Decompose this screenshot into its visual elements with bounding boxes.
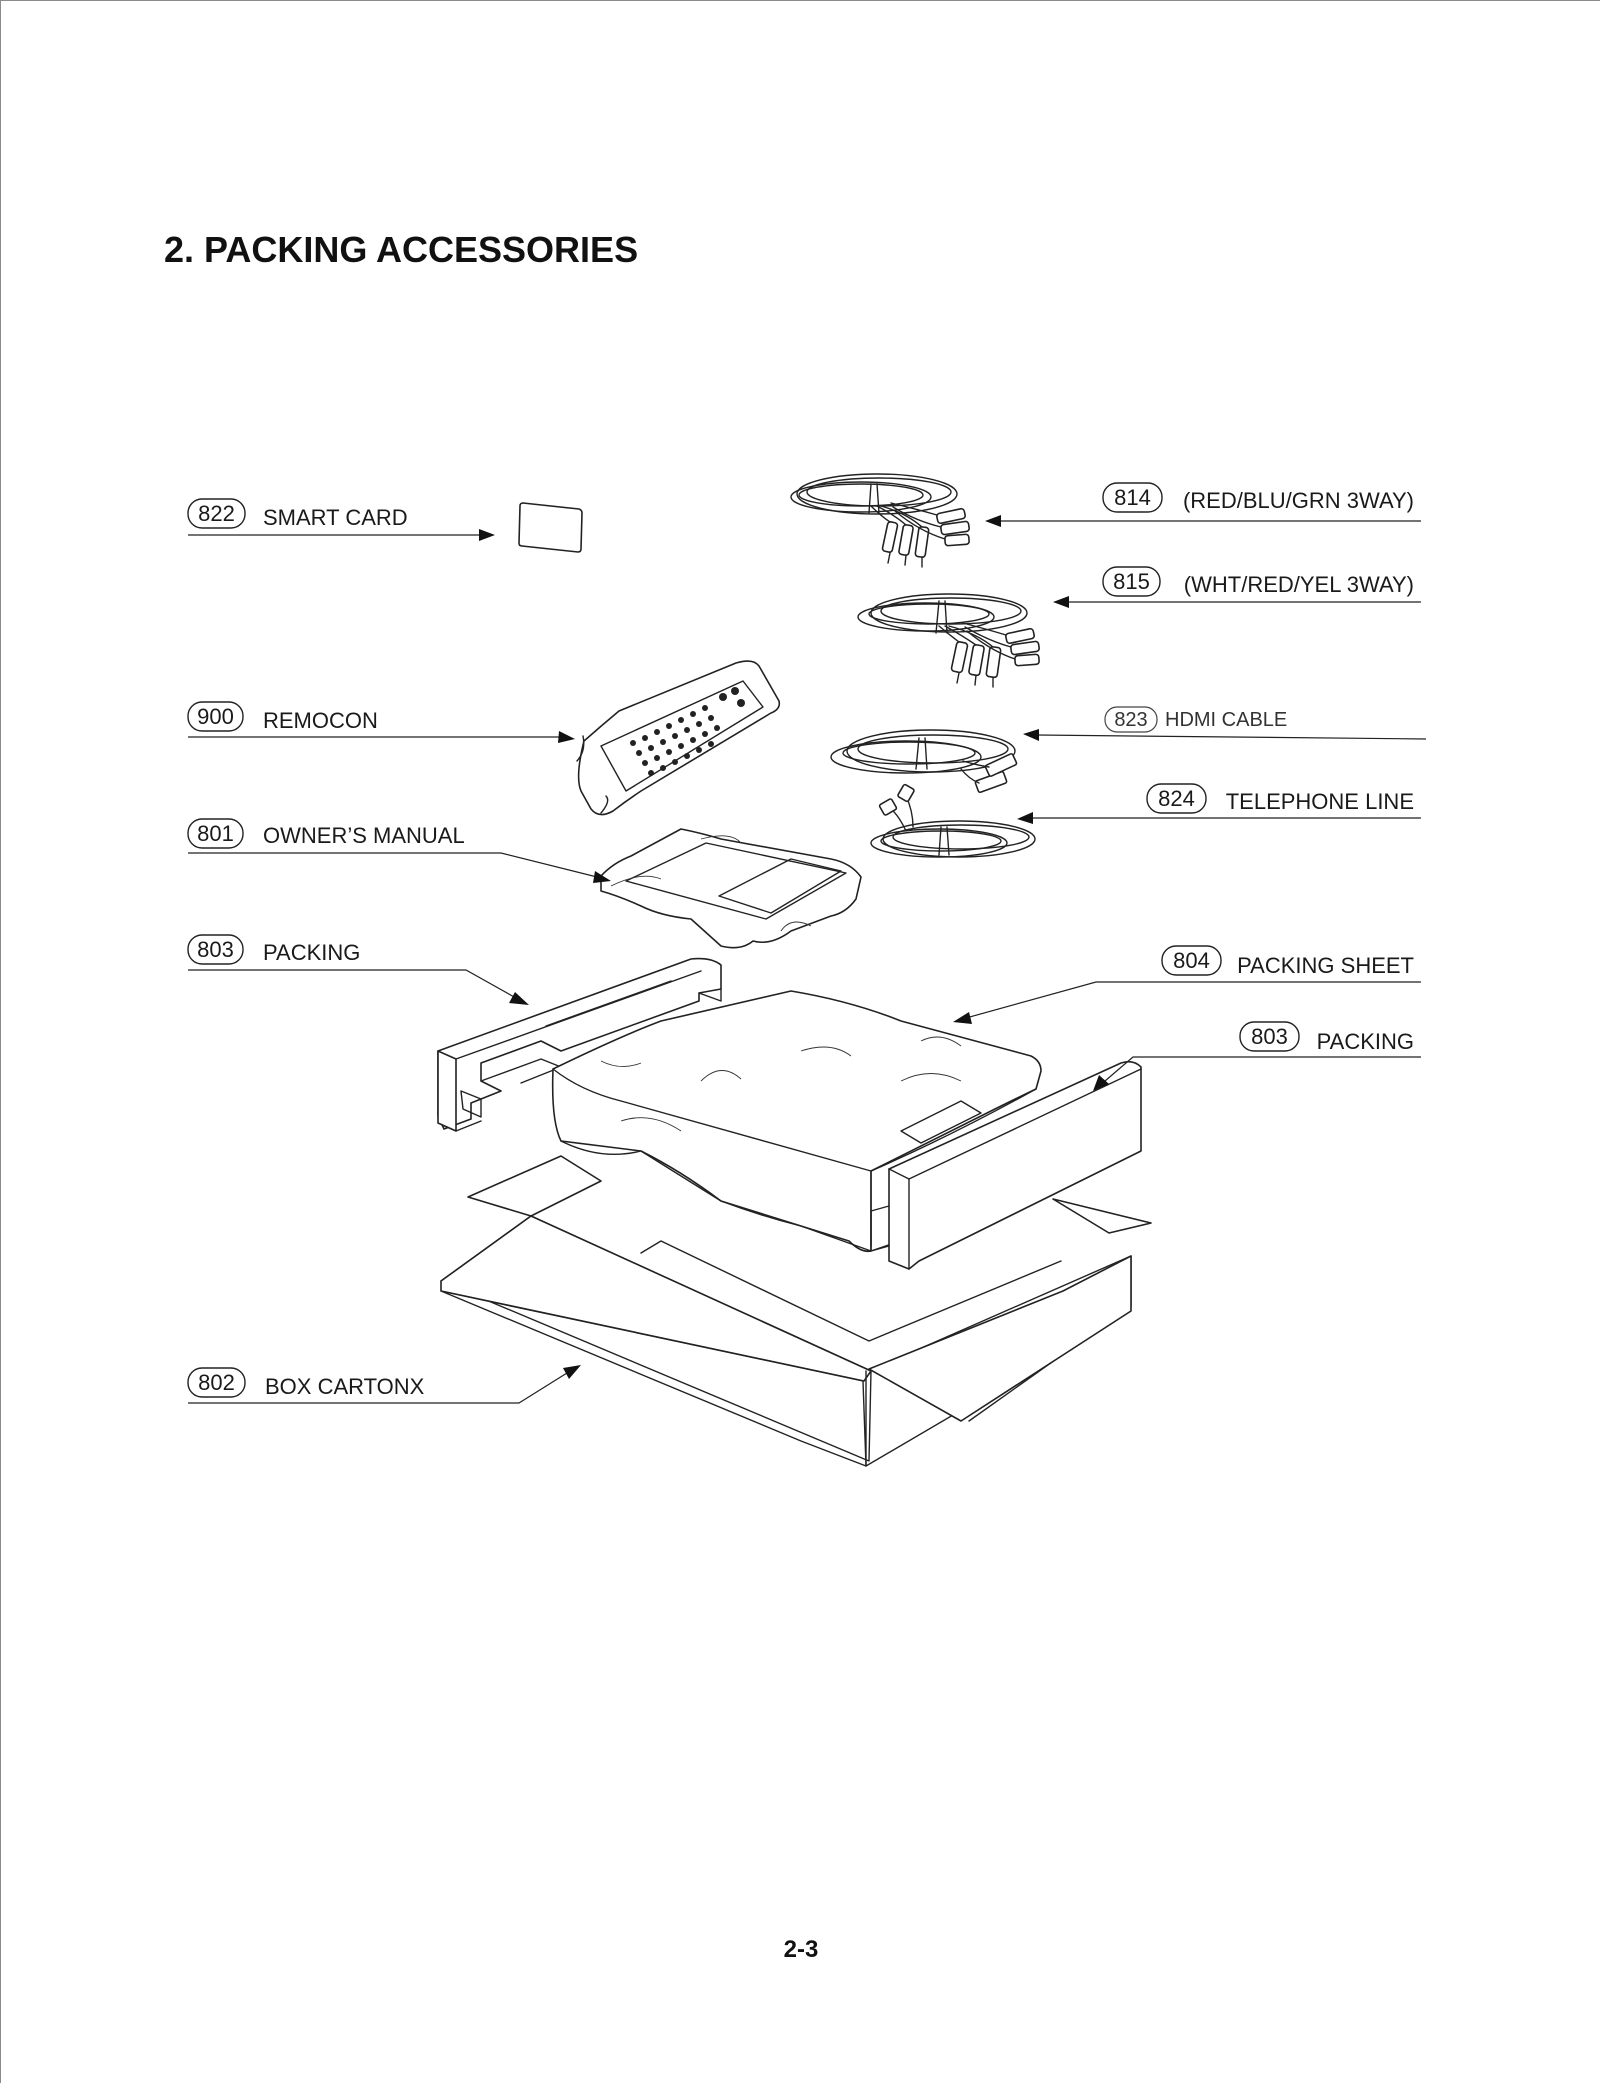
- callout-815-number: 815: [1113, 569, 1150, 594]
- callout-804: 804 PACKING SHEET: [1161, 945, 1414, 978]
- callout-815-label: (WHT/RED/YEL 3WAY): [1184, 572, 1414, 597]
- callout-815: 815 (WHT/RED/YEL 3WAY): [1102, 566, 1414, 597]
- page-number: 2-3: [783, 1936, 819, 1963]
- owners-manual-drawing: [600, 828, 862, 949]
- callout-803-number: 803: [197, 937, 234, 962]
- callout-803-label: PACKING: [1317, 1029, 1414, 1054]
- callout-900: 900 REMOCON: [187, 701, 378, 733]
- remote-control-drawing: [576, 660, 781, 816]
- hdmi-cable-drawing: [830, 729, 1018, 794]
- av-cable-815-drawing: [857, 593, 1040, 688]
- callout-814-label: (RED/BLU/GRN 3WAY): [1183, 488, 1414, 513]
- callout-803-right: 803 PACKING: [1239, 1021, 1414, 1054]
- callout-803-left: 803 PACKING: [187, 934, 360, 965]
- callout-900-number: 900: [197, 704, 234, 729]
- page-title: 2. PACKING ACCESSORIES: [164, 229, 639, 270]
- callout-801-label: OWNER’S MANUAL: [263, 823, 465, 848]
- callout-823-number: 823: [1114, 709, 1147, 731]
- smart-card-drawing: [518, 502, 583, 553]
- callout-803-number: 803: [1251, 1024, 1288, 1049]
- callout-824: 824 TELEPHONE LINE: [1146, 783, 1414, 814]
- callout-803-label: PACKING: [263, 940, 360, 965]
- callout-822-label: SMART CARD: [263, 505, 408, 530]
- callout-823: 823 HDMI CABLE: [1104, 706, 1287, 733]
- callout-801-number: 801: [197, 821, 234, 846]
- main-unit-wrapped-drawing: [551, 990, 1042, 1253]
- callout-823-label: HDMI CABLE: [1165, 709, 1287, 731]
- right-packing-foam-drawing: [870, 1060, 1142, 1270]
- box-carton-drawing: [440, 1155, 1152, 1467]
- callout-804-number: 804: [1173, 948, 1210, 973]
- left-packing-foam-drawing: [437, 957, 722, 1132]
- component-cable-814-drawing: [790, 473, 970, 568]
- callout-802: 802 BOX CARTONX: [187, 1367, 425, 1399]
- callout-802-number: 802: [198, 1370, 235, 1395]
- callout-814: 814 (RED/BLU/GRN 3WAY): [1102, 482, 1414, 513]
- callout-822: 822 SMART CARD: [187, 498, 408, 530]
- callout-824-label: TELEPHONE LINE: [1226, 789, 1414, 814]
- callout-824-number: 824: [1158, 786, 1195, 811]
- callout-814-number: 814: [1114, 485, 1151, 510]
- callout-822-number: 822: [198, 501, 235, 526]
- callout-801: 801 OWNER’S MANUAL: [187, 818, 465, 849]
- callout-900-label: REMOCON: [263, 708, 378, 733]
- callout-802-label: BOX CARTONX: [265, 1374, 425, 1399]
- callout-804-label: PACKING SHEET: [1237, 953, 1414, 978]
- telephone-line-drawing: [870, 783, 1036, 858]
